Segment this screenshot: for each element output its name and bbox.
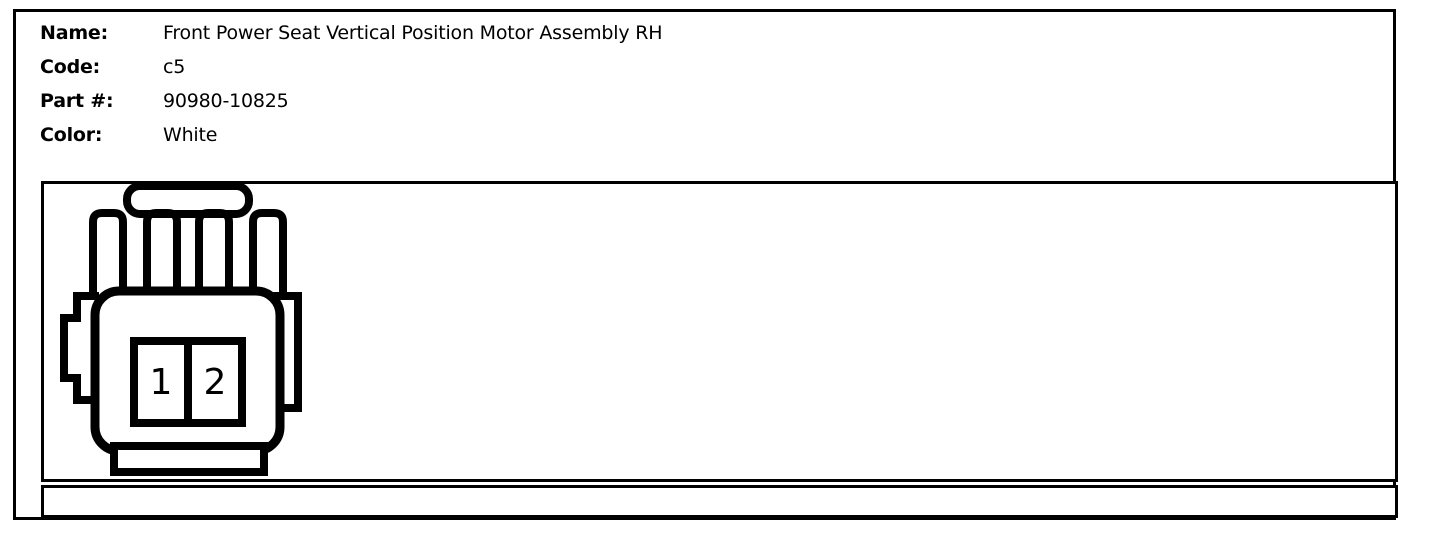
spec-value-part-number: 90980-10825 [163,90,289,112]
footer-strip [41,485,1398,518]
connector-sheet: Name: Front Power Seat Vertical Position… [13,9,1398,520]
left-latch-ear-shape [60,292,99,404]
lock-tab-shape [123,182,253,218]
spec-row-name: Name: Front Power Seat Vertical Position… [40,22,1240,56]
right-prong-shape [249,209,287,293]
left-inner-prong-shape [143,209,181,293]
connector-diagram: 1 2 [54,178,354,488]
spec-row-code: Code: c5 [40,56,1240,90]
spec-value-color: White [163,124,218,146]
connector-face-icon: 1 2 [60,182,302,476]
spec-label-name: Name: [40,22,109,44]
cavity-number-1: 1 [150,362,173,403]
left-prong-shape [89,209,127,293]
spec-row-color: Color: White [40,124,1240,158]
spec-value-code: c5 [163,56,186,78]
connector-diagram-panel: 1 2 [41,181,1398,482]
spec-label-color: Color: [40,124,103,146]
spec-label-part-number: Part #: [40,90,114,112]
spec-label-code: Code: [40,56,101,78]
specification-block: Name: Front Power Seat Vertical Position… [40,22,1240,158]
spec-value-name: Front Power Seat Vertical Position Motor… [163,22,663,44]
connector-base-bar-shape [110,442,268,476]
spec-row-part-number: Part #: 90980-10825 [40,90,1240,124]
cavity-number-2: 2 [204,362,227,403]
right-inner-prong-shape [195,209,233,293]
